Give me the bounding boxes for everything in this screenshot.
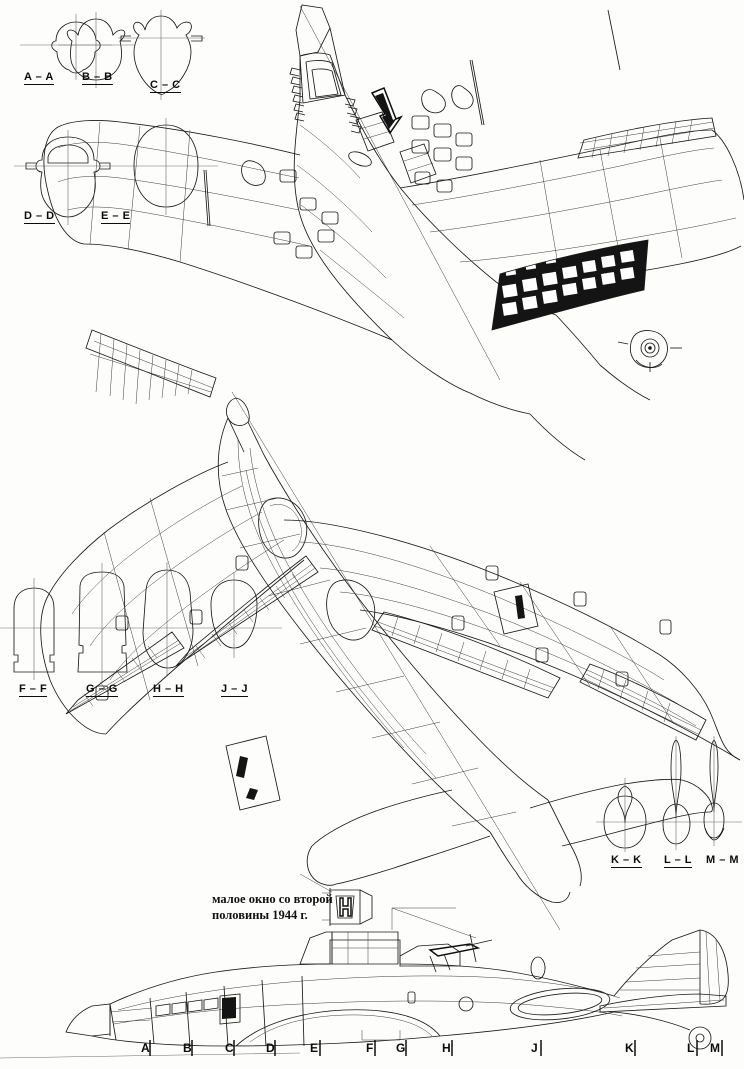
side-profile-view [0, 907, 729, 1059]
section-g-g [77, 563, 128, 682]
section-label-k-k: K – K [611, 854, 642, 868]
station-label-a: A [141, 1041, 150, 1055]
station-label-b: B [183, 1041, 192, 1055]
section-l-l [662, 736, 691, 850]
section-label-h-h: H – H [153, 683, 184, 697]
station-label-h: H [442, 1041, 451, 1055]
station-label-l: L [687, 1041, 695, 1055]
station-label-k: K [625, 1041, 634, 1055]
port-aileron-upper [65, 631, 185, 715]
starboard-aileron-upper [579, 663, 707, 741]
station-label-d: D [266, 1041, 275, 1055]
section-f-f [0, 578, 282, 680]
station-label-j: J [531, 1041, 538, 1055]
section-label-g-g: G – G [86, 683, 118, 697]
section-label-d-d: D – D [24, 210, 55, 224]
section-e-e [133, 118, 199, 215]
station-label-g: G [396, 1041, 406, 1055]
station-label-c: C [225, 1041, 234, 1055]
section-d-d [14, 130, 218, 225]
station-label-m: M [710, 1041, 720, 1055]
starboard-aileron [577, 117, 717, 159]
section-label-l-l: L – L [664, 854, 692, 868]
section-label-m-m: M – M [706, 854, 740, 866]
section-label-a-a: A – A [24, 71, 54, 85]
section-m-m [703, 736, 725, 846]
starboard-flap [371, 611, 561, 699]
upper-plan-view [40, 391, 741, 931]
port-flap [175, 555, 319, 667]
window-detail [299, 873, 373, 926]
station-label-e: E [310, 1041, 319, 1055]
underside-plan-view [43, 4, 744, 461]
section-b-b [58, 12, 134, 88]
section-j-j [210, 572, 258, 658]
port-aileron [85, 329, 217, 405]
section-k-k [596, 778, 742, 852]
radiator-grille-detail [491, 239, 649, 331]
section-label-b-b: B – B [82, 71, 113, 85]
station-label-f: F [366, 1041, 374, 1055]
section-label-c-c: C – C [150, 79, 181, 93]
section-label-f-f: F – F [19, 683, 48, 697]
station-tick-marks [149, 1030, 723, 1056]
hub-fairing-detail [617, 330, 682, 372]
window-caption-line2: половины 1944 г. [212, 908, 308, 922]
section-c-c [118, 10, 205, 100]
section-h-h [142, 562, 194, 676]
window-caption-line1: малое окно со второй [212, 892, 333, 906]
window-caption: малое окно со второй половины 1944 г. [212, 891, 333, 923]
section-label-e-e: E – E [101, 210, 131, 224]
section-label-j-j: J – J [221, 683, 248, 697]
